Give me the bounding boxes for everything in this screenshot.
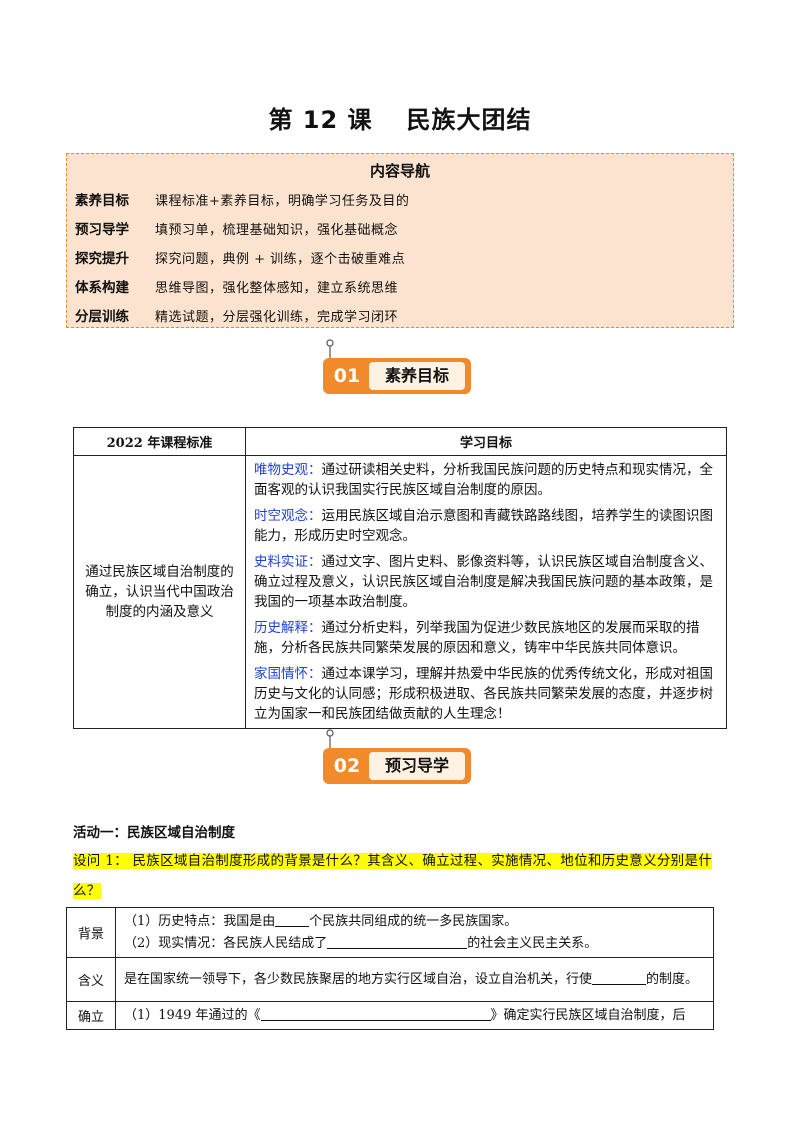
objective-item: 唯物史观：通过研读相关史料，分析我国民族问题的历史特点和现实情况，全面客观的认识… [254,460,718,500]
objective-text: 通过本课学习，理解并热爱中华民族的优秀传统文化，形成对祖国历史与文化的认同感；形… [254,666,713,722]
section-label: 预习导学 [369,752,465,780]
fill-text: 是在国家统一领导下，各少数民族聚居的地方实行区域自治，设立自治机关，行使 [124,971,593,987]
nav-value: 精选试题，分层强化训练，完成学习闭环 [155,309,399,325]
objective-text: 通过研读相关史料，分析我国民族问题的历史特点和现实情况，全面客观的认识我国实行民… [254,462,713,498]
objectives-cell: 唯物史观：通过研读相关史料，分析我国民族问题的历史特点和现实情况，全面客观的认识… [245,455,727,729]
section-badge-preview-guide: 02 预习导学 [323,729,475,784]
objective-item: 历史解释：通过分析史料，列举我国为促进少数民族地区的发展而采取的措施，分析各民族… [254,618,718,658]
objective-tag: 史料实证： [254,554,322,570]
objective-text: 通过分析史料，列举我国为促进少数民族地区的发展而采取的措施，分析各民族共同繁荣发… [254,620,700,656]
fill-line: （2）现实情况：各民族人民结成了 的社会主义民主关系。 [124,933,705,955]
nav-row: 预习导学 填预习单，梳理基础知识，强化基础概念 [75,217,398,239]
nav-value: 课程标准+素养目标，明确学习任务及目的 [155,193,410,209]
content-navigation-box: 内容导航 素养目标 课程标准+素养目标，明确学习任务及目的 预习导学 填预习单，… [66,153,734,328]
answer-blank[interactable] [592,971,647,985]
objective-tag: 家国情怀： [254,666,322,682]
nav-key: 素养目标 [75,193,129,209]
section-number: 02 [333,755,361,777]
answer-blank[interactable] [260,1007,491,1021]
fill-text: （1）1949 年通过的《 [124,1007,261,1023]
lesson-number: 第 12 课 [268,106,373,134]
standard-text: 通过民族区域自治制度的确立，认识当代中国政治制度的内涵及意义 [73,455,246,729]
row-key: 含义 [66,957,116,1002]
table-row: 背景 （1）历史特点：我国是由 个民族共同组成的统一多民族国家。 （2）现实情况：… [66,907,714,958]
objective-tag: 时空观念： [254,508,322,524]
nav-heading: 内容导航 [369,162,430,180]
table-header-row: 2022 年课程标准 学习目标 [73,427,727,456]
lesson-name: 民族大团结 [406,106,532,134]
column-header-standard: 2022 年课程标准 [73,427,246,456]
nav-key: 预习导学 [75,222,129,238]
answer-blank[interactable] [327,935,468,949]
fill-in-table: 背景 （1）历史特点：我国是由 个民族共同组成的统一多民族国家。 （2）现实情况：… [66,907,714,1030]
table-row: 确立 （1）1949 年通过的《 》确定实行民族区域自治制度，后 [66,1001,714,1030]
section-number: 01 [333,365,361,387]
nav-key: 体系构建 [75,280,129,296]
fill-text: 的制度。 [646,971,699,987]
question-text: 设问 1： 民族区域自治制度形成的背景是什么？其含义、确立过程、实施情况、地位和… [73,853,713,899]
objective-item: 家国情怀：通过本课学习，理解并热爱中华民族的优秀传统文化，形成对祖国历史与文化的… [254,664,718,724]
activity-heading: 活动一：民族区域自治制度 [73,825,235,841]
objective-text: 通过文字、图片史料、影像资料等，认识民族区域自治制度含义、确立过程及意义，认识民… [254,554,713,610]
section-badge-literacy-goals: 01 素养目标 [323,339,475,394]
table-row: 含义 是在国家统一领导下，各少数民族聚居的地方实行区域自治，设立自治机关，行使 的… [66,957,714,1002]
page-title: 第 12 课 民族大团结 [0,100,800,135]
section-label: 素养目标 [369,362,465,390]
nav-value: 探究问题，典例 + 训练，逐个击破重难点 [155,251,406,267]
nav-row: 体系构建 思维导图，强化整体感知，建立系统思维 [75,275,398,297]
fill-text: 的社会主义民主关系。 [467,935,598,951]
curriculum-standards-table: 2022 年课程标准 学习目标 通过民族区域自治制度的确立，认识当代中国政治制度… [73,427,727,729]
fill-text: 个民族共同组成的统一多民族国家。 [309,913,518,929]
table-row: 通过民族区域自治制度的确立，认识当代中国政治制度的内涵及意义 唯物史观：通过研读… [73,455,727,729]
row-content: （1）历史特点：我国是由 个民族共同组成的统一多民族国家。 （2）现实情况：各民族… [115,907,714,958]
nav-value: 填预习单，梳理基础知识，强化基础概念 [155,222,399,238]
row-content: 是在国家统一领导下，各少数民族聚居的地方实行区域自治，设立自治机关，行使 的制度。 [115,957,714,1002]
nav-key: 探究提升 [75,251,129,267]
objective-tag: 唯物史观： [254,462,322,478]
nav-row: 素养目标 课程标准+素养目标，明确学习任务及目的 [75,188,409,210]
fill-line: （1）历史特点：我国是由 个民族共同组成的统一多民族国家。 [124,911,705,933]
nav-key: 分层训练 [75,309,129,325]
objective-tag: 历史解释： [254,620,322,636]
nav-row: 探究提升 探究问题，典例 + 训练，逐个击破重难点 [75,246,405,268]
pin-icon [326,339,334,358]
row-key: 背景 [66,907,116,958]
nav-row: 分层训练 精选试题，分层强化训练，完成学习闭环 [75,304,398,326]
row-content: （1）1949 年通过的《 》确定实行民族区域自治制度，后 [115,1001,714,1030]
nav-value: 思维导图，强化整体感知，建立系统思维 [155,280,399,296]
answer-blank[interactable] [275,913,310,927]
fill-text: （1）历史特点：我国是由 [124,913,276,929]
fill-text: 》确定实行民族区域自治制度，后 [490,1007,686,1023]
row-key: 确立 [66,1001,116,1030]
column-header-objectives: 学习目标 [245,427,727,456]
objective-item: 史料实证：通过文字、图片史料、影像资料等，认识民族区域自治制度含义、确立过程及意… [254,552,718,612]
pin-icon [326,729,334,748]
guiding-question: 设问 1： 民族区域自治制度形成的背景是什么？其含义、确立过程、实施情况、地位和… [73,846,728,906]
fill-text: （2）现实情况：各民族人民结成了 [124,935,328,951]
objective-text: 运用民族区域自治示意图和青藏铁路路线图，培养学生的读图识图能力，形成历史时空观念… [254,508,713,544]
objective-item: 时空观念：运用民族区域自治示意图和青藏铁路路线图，培养学生的读图识图能力，形成历… [254,506,718,546]
